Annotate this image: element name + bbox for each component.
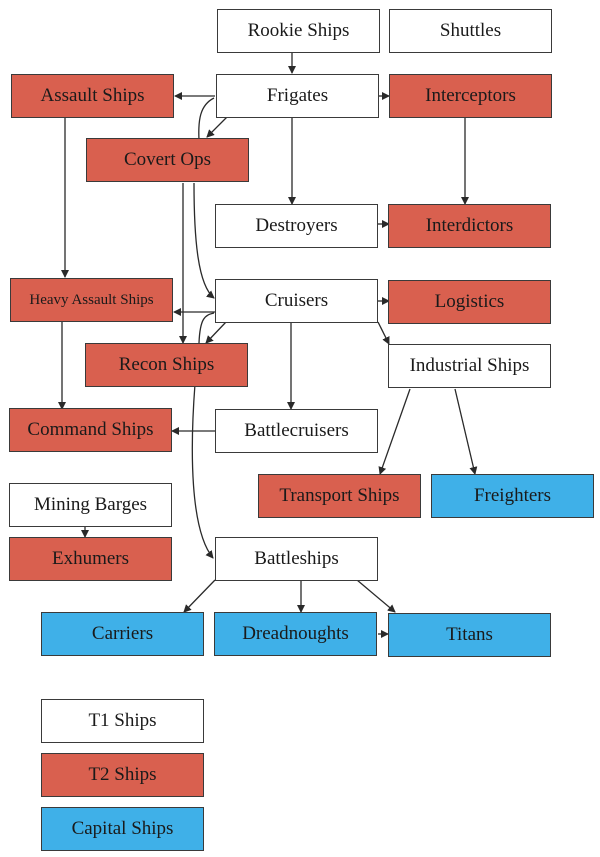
node-cruisers: Cruisers [215,279,378,323]
edge-cruisers-industrial [377,321,390,345]
node-freighters: Freighters [431,474,594,518]
legend-t1: T1 Ships [41,699,204,743]
node-logistics: Logistics [388,280,551,324]
node-shuttles: Shuttles [389,9,552,53]
edge-frigates-covertops [206,116,228,138]
node-industrial-ships: Industrial Ships [388,344,551,388]
node-assault-ships: Assault Ships [11,74,174,118]
node-covert-ops: Covert Ops [86,138,249,182]
node-command-ships: Command Ships [9,408,172,452]
legend-t2: T2 Ships [41,753,204,797]
node-interceptors: Interceptors [389,74,552,118]
edge-cruisers-recon-curve [198,312,215,344]
edge-frigates-cruisers [198,97,215,141]
node-titans: Titans [388,613,551,657]
node-battleships: Battleships [215,537,378,581]
edge-industrial-freighters [454,388,478,475]
edge-recon-battleships [191,383,214,559]
node-dreadnoughts: Dreadnoughts [214,612,377,656]
node-destroyers: Destroyers [215,204,378,248]
node-interdictors: Interdictors [388,204,551,248]
node-frigates: Frigates [216,74,379,118]
node-rookie-ships: Rookie Ships [217,9,380,53]
node-transport-ships: Transport Ships [258,474,421,518]
edge-battleships-carriers [183,579,216,613]
node-exhumers: Exhumers [9,537,172,581]
edge-cruisers-recon [205,321,227,344]
edge-covertops-cruisers [193,182,215,299]
node-battlecruisers: Battlecruisers [215,409,378,453]
node-mining-barges: Mining Barges [9,483,172,527]
node-carriers: Carriers [41,612,204,656]
edge-industrial-transport [378,388,411,475]
edge-battleships-titans [356,579,396,613]
node-heavy-assault-ships: Heavy Assault Ships [10,278,173,322]
node-recon-ships: Recon Ships [85,343,248,387]
legend-capital: Capital Ships [41,807,204,851]
